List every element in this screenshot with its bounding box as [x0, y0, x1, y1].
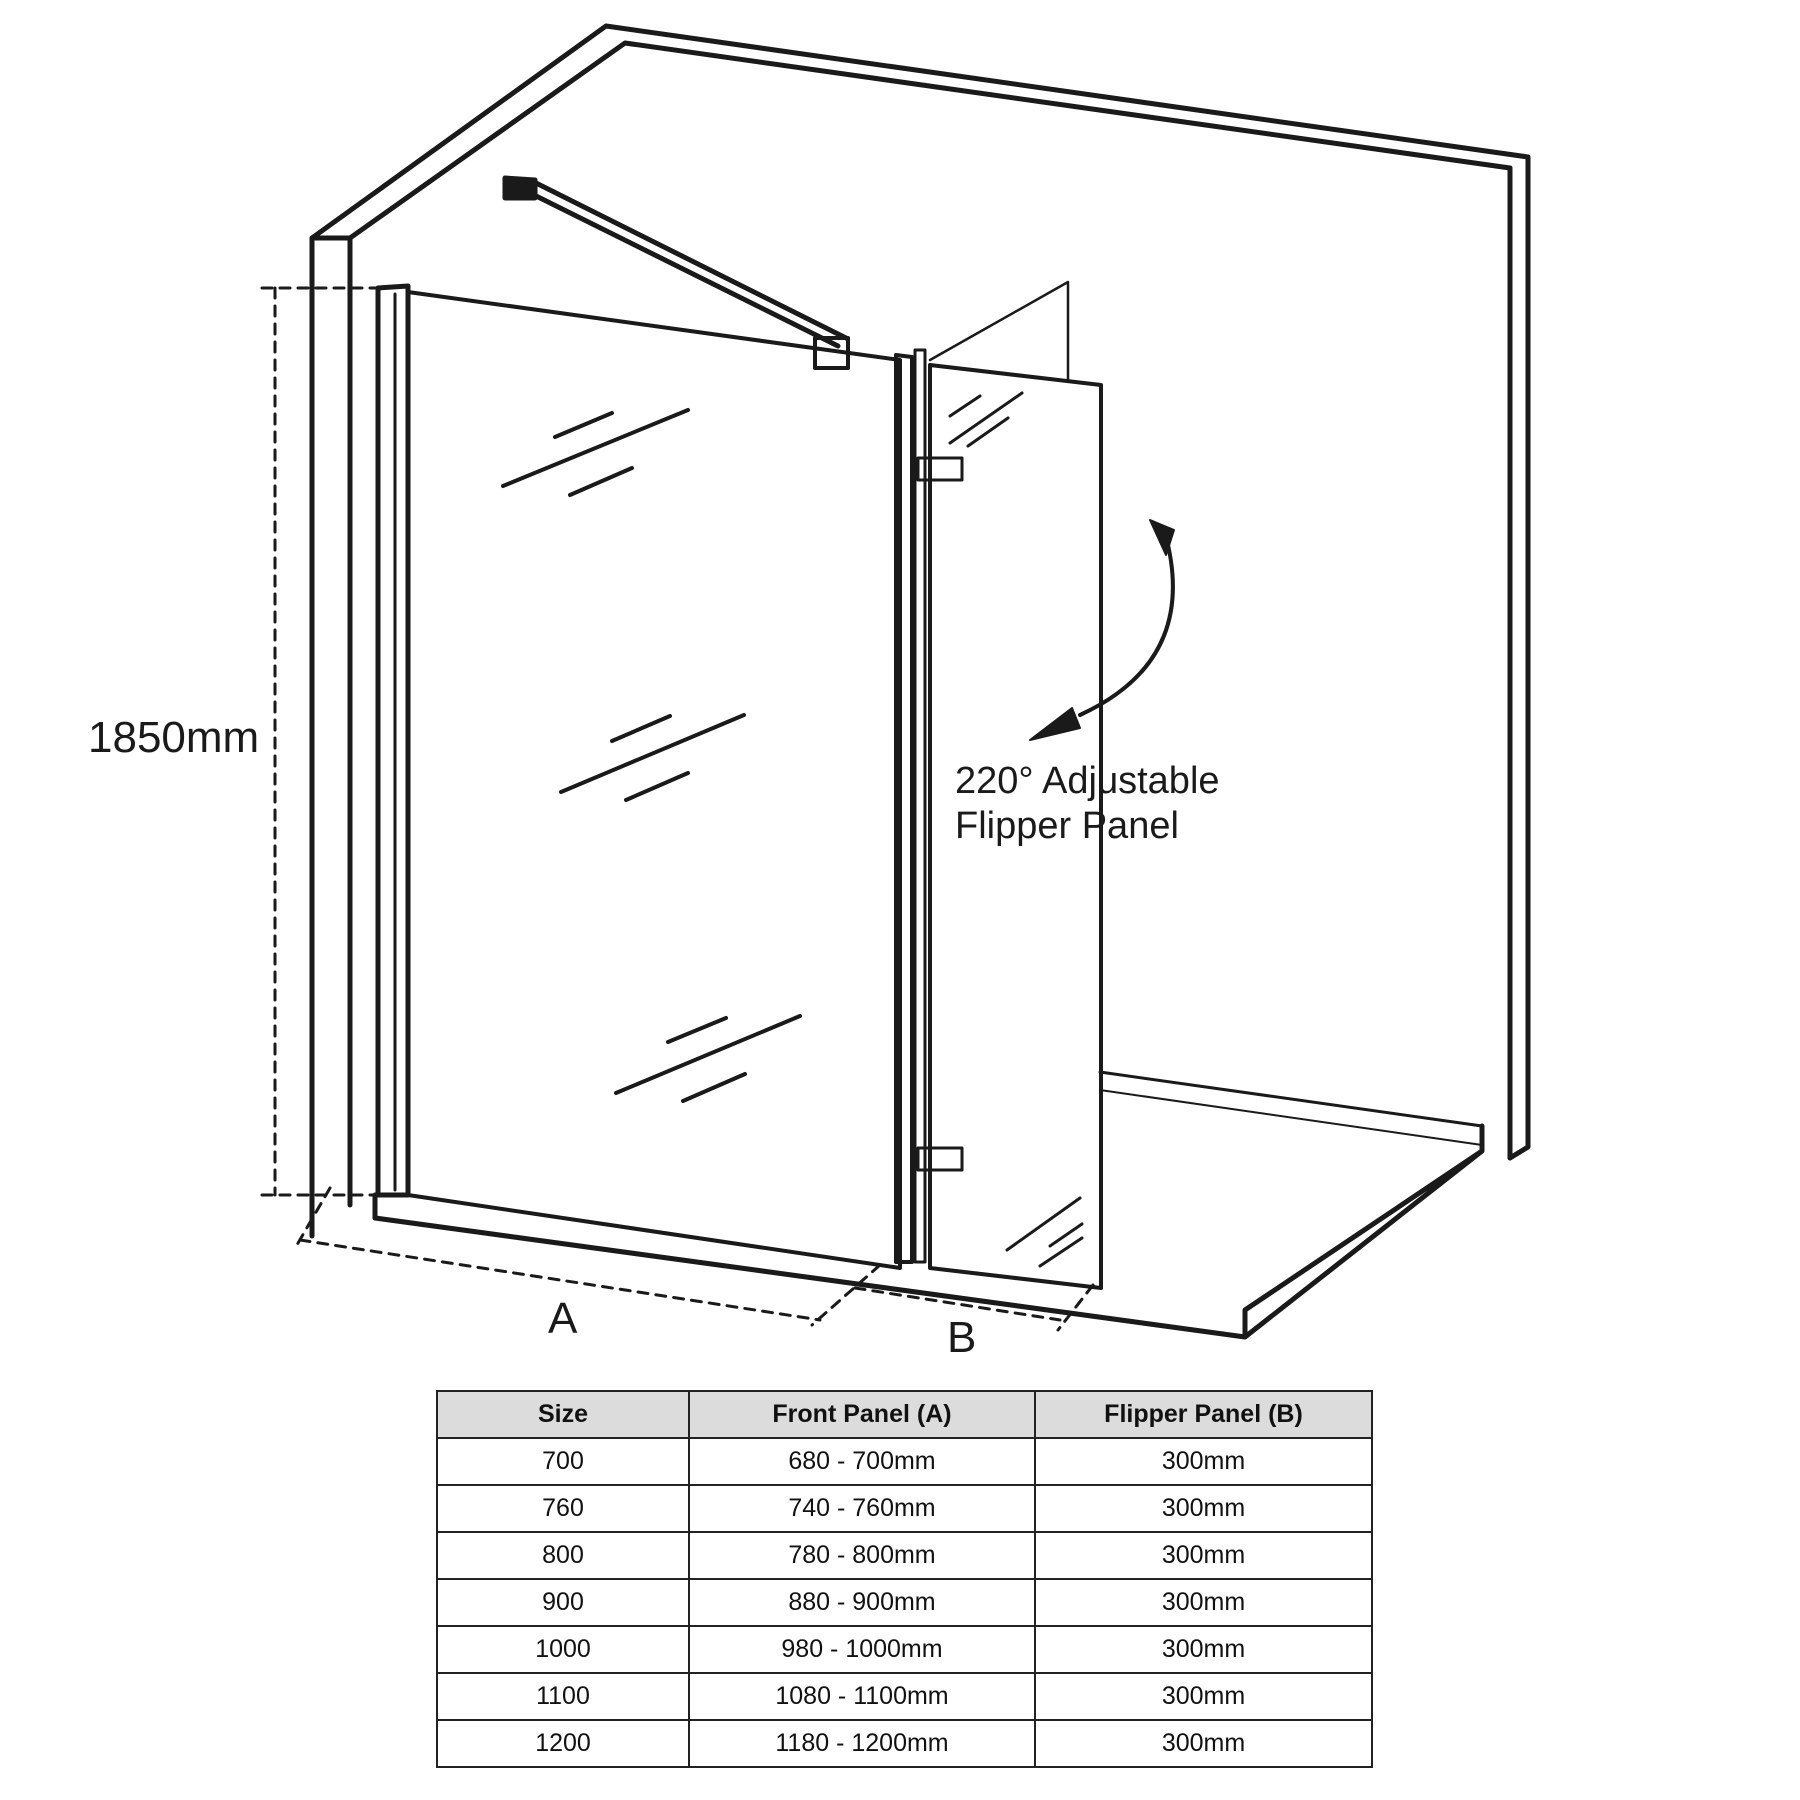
cell-front-panel: 1180 - 1200mm: [688, 1719, 1036, 1768]
front-panel-glass: [406, 290, 902, 1270]
tray-back-edge-inner: [1099, 1089, 1483, 1146]
front-glass-reflections-top: [501, 408, 690, 497]
front-glass-reflections-middle: [559, 713, 746, 802]
cell-size: 700: [436, 1437, 690, 1486]
cell-flipper-panel: 300mm: [1034, 1672, 1373, 1721]
cell-size: 1200: [436, 1719, 690, 1768]
flipper-panel-open-position: [928, 280, 1070, 382]
table-row: 700 680 - 700mm 300mm: [436, 1437, 1373, 1486]
size-table-header: Size Front Panel (A) Flipper Panel (B): [436, 1390, 1373, 1439]
cell-front-panel: 1080 - 1100mm: [688, 1672, 1036, 1721]
header-size: Size: [436, 1390, 690, 1439]
table-row: 1200 1180 - 1200mm 300mm: [436, 1719, 1373, 1768]
header-front-panel: Front Panel (A): [688, 1390, 1036, 1439]
support-bar-glass-clamp: [813, 336, 850, 370]
flipper-glass-reflections-top: [948, 391, 1024, 448]
hinge-top: [916, 456, 964, 482]
wall-outline-outer: [309, 23, 1531, 1239]
cell-flipper-panel: 300mm: [1034, 1719, 1373, 1768]
cell-front-panel: 880 - 900mm: [688, 1578, 1036, 1627]
cell-front-panel: 680 - 700mm: [688, 1437, 1036, 1486]
table-row: 800 780 - 800mm 300mm: [436, 1531, 1373, 1580]
swing-arc: [1078, 531, 1175, 717]
width-dimension-a: [292, 1186, 882, 1327]
swing-arrowhead-top: [1149, 519, 1175, 556]
cell-flipper-panel: 300mm: [1034, 1531, 1373, 1580]
cell-front-panel: 780 - 800mm: [688, 1531, 1036, 1580]
support-bar: [517, 177, 849, 349]
shower-tray: [372, 1123, 1485, 1340]
cell-size: 900: [436, 1578, 690, 1627]
height-dimension: [260, 286, 380, 1197]
table-row: 900 880 - 900mm 300mm: [436, 1578, 1373, 1627]
size-table: Size Front Panel (A) Flipper Panel (B) 7…: [436, 1390, 1373, 1768]
cell-size: 1000: [436, 1625, 690, 1674]
dimension-a-label: A: [548, 1294, 578, 1343]
dimension-b-label: B: [947, 1313, 976, 1362]
flipper-note-line1: 220° Adjustable: [955, 760, 1220, 802]
flipper-glass-reflections-bottom: [1005, 1196, 1084, 1268]
flipper-panel-glass: [928, 363, 1103, 1290]
cell-flipper-panel: 300mm: [1034, 1625, 1373, 1674]
swing-arrowhead-bottom: [1029, 707, 1081, 741]
tray-back-edge: [1098, 1070, 1484, 1128]
width-dimension-b: [853, 1283, 1095, 1332]
cell-size: 760: [436, 1484, 690, 1533]
table-row: 1000 980 - 1000mm 300mm: [436, 1625, 1373, 1674]
hinge-bottom: [916, 1146, 964, 1172]
cell-front-panel: 980 - 1000mm: [688, 1625, 1036, 1674]
cell-flipper-panel: 300mm: [1034, 1578, 1373, 1627]
height-label: 1850mm: [88, 713, 259, 762]
table-row: 1100 1080 - 1100mm 300mm: [436, 1672, 1373, 1721]
cell-size: 800: [436, 1531, 690, 1580]
wall-outline-inner: [347, 40, 1513, 1208]
front-panel-frame: [375, 283, 411, 1198]
cell-front-panel: 740 - 760mm: [688, 1484, 1036, 1533]
hinge-post: [913, 348, 927, 1264]
cell-flipper-panel: 300mm: [1034, 1437, 1373, 1486]
header-flipper-panel: Flipper Panel (B): [1034, 1390, 1373, 1439]
front-glass-reflections-bottom: [614, 1014, 802, 1103]
cell-size: 1100: [436, 1672, 690, 1721]
flipper-note-line2: Flipper Panel: [955, 805, 1179, 847]
cell-flipper-panel: 300mm: [1034, 1484, 1373, 1533]
support-bar-wall-bracket: [502, 175, 538, 201]
table-row: 760 740 - 760mm 300mm: [436, 1484, 1373, 1533]
front-panel-edge-post: [894, 353, 914, 1264]
